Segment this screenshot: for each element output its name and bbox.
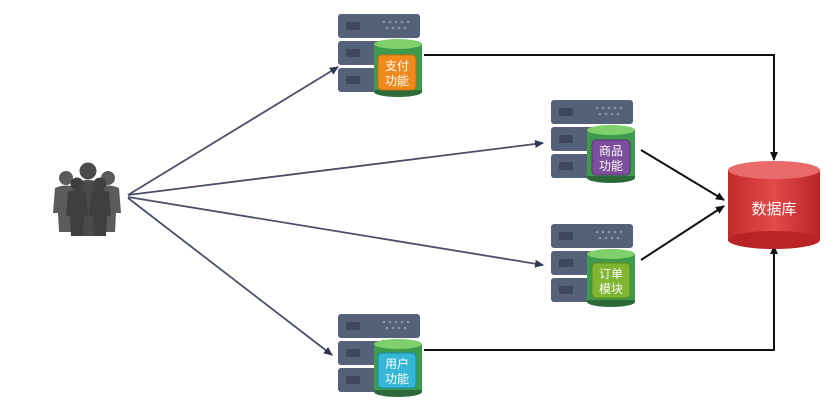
db-connectors xyxy=(424,54,778,351)
service-label-box xyxy=(591,139,631,176)
service-label-line2: 模块 xyxy=(599,282,623,296)
service-label-line2: 功能 xyxy=(599,159,623,173)
connector-user-service-to-db xyxy=(424,245,778,351)
service-user: 用户 功能 xyxy=(338,314,422,397)
database-label: 数据库 xyxy=(751,200,796,218)
service-label-line2: 功能 xyxy=(385,372,409,386)
service-label-box xyxy=(591,262,631,299)
service-label-line1: 订单 xyxy=(599,267,623,281)
connector-users-to-product xyxy=(127,140,544,196)
service-product: 商品 功能 xyxy=(551,100,635,183)
service-label-line1: 商品 xyxy=(599,143,623,158)
users-group-icon xyxy=(53,162,121,236)
connector-order-to-db xyxy=(640,205,725,261)
service-payment: 支付 功能 xyxy=(338,14,422,97)
connector-users-to-order xyxy=(127,196,544,268)
service-order: 订单 模块 xyxy=(551,224,635,307)
database: 数据库 xyxy=(728,161,820,249)
connector-payment-to-db xyxy=(424,54,778,161)
connector-users-to-user-service xyxy=(127,197,333,356)
service-label-line1: 支付 xyxy=(385,59,409,73)
service-label-line1: 用户 xyxy=(385,356,409,371)
connector-product-to-db xyxy=(640,149,725,201)
user-connectors xyxy=(127,66,544,356)
service-label-line2: 功能 xyxy=(385,74,409,88)
connector-users-to-payment xyxy=(127,66,339,196)
service-label-box xyxy=(377,54,417,91)
service-label-box xyxy=(377,352,417,389)
